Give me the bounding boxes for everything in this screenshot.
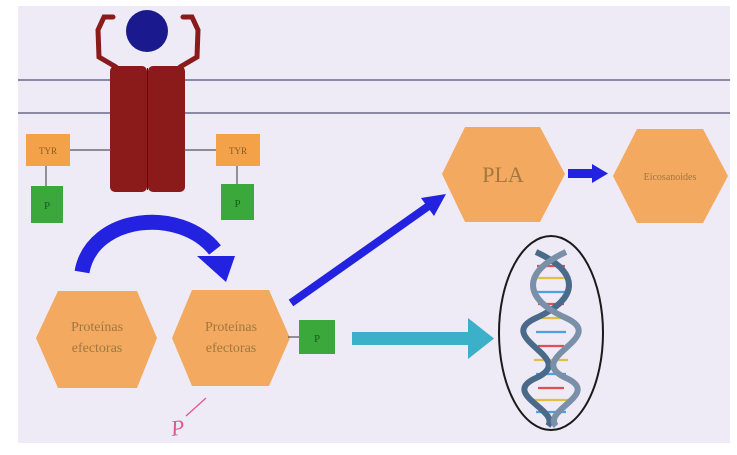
receptor-left-subunit	[110, 66, 147, 192]
tyr-left-label: TYR	[39, 146, 57, 156]
pla-activation-arrowhead	[421, 194, 446, 216]
receptor-arms	[95, 14, 201, 70]
tyr-right-box	[216, 134, 260, 166]
effector-hexagon-1	[36, 291, 157, 388]
gene-expression-arrow-shaft	[352, 332, 472, 345]
effector-p-label: P	[314, 333, 320, 345]
pla-label: PLA	[482, 162, 524, 187]
eicosanoid-arrow-shaft	[568, 169, 594, 178]
gene-expression-arrowhead	[468, 318, 494, 359]
activation-curved-arrow	[74, 214, 221, 274]
activation-curved-arrowhead	[197, 256, 235, 282]
eicosanoids-label: Eicosanoides	[644, 172, 697, 183]
nucleus-ellipse	[498, 235, 604, 431]
effector-2-line1: Proteínas	[205, 320, 257, 335]
p-left-box	[31, 186, 63, 223]
tyr-right-label: TYR	[229, 146, 247, 156]
effector-1-line2: efectoras	[72, 341, 123, 356]
p-left-label: P	[44, 200, 50, 212]
p-right-box	[221, 184, 254, 220]
receptor-right-subunit	[148, 66, 185, 192]
effector-p-box	[299, 320, 335, 354]
effector-hexagon-2	[172, 290, 290, 386]
ligand-circle	[126, 10, 168, 52]
handwritten-p-label: P	[168, 414, 186, 441]
pla-activation-arrow	[288, 201, 433, 307]
dna-helix-icon	[520, 249, 582, 428]
p-right-label: P	[234, 198, 240, 210]
eicosanoid-arrow-head	[592, 164, 608, 183]
effector-1-line1: Proteínas	[71, 320, 123, 335]
eicosanoids-hexagon	[613, 129, 728, 223]
pla-hexagon	[442, 127, 565, 222]
tyr-left-box	[26, 134, 70, 166]
handwritten-p-stroke	[185, 397, 207, 417]
effector-2-line2: efectoras	[206, 341, 257, 356]
